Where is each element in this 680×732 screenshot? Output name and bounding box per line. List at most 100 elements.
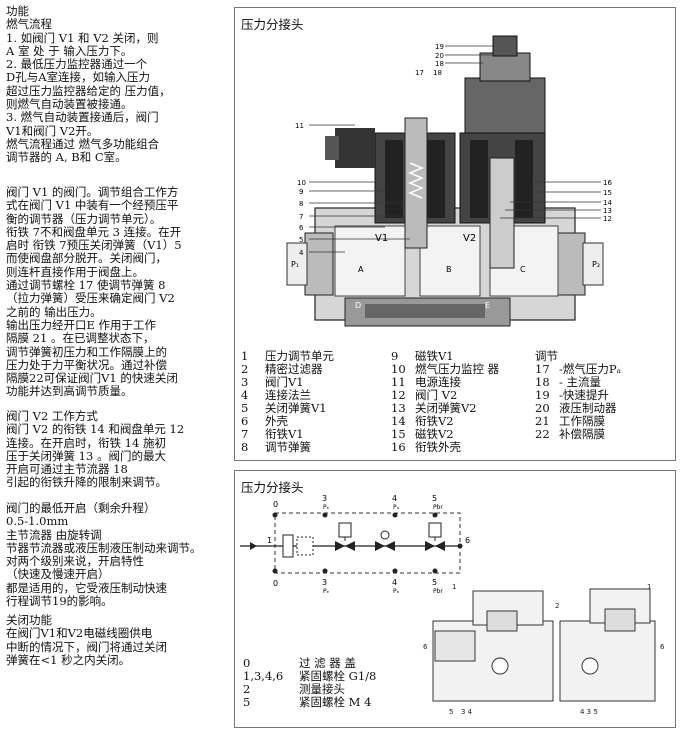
- device-label: 2: [555, 602, 559, 610]
- text-line: 衔铁 7不和阀盘单元 3 连接。在开: [6, 224, 182, 239]
- legend-number: 19: [535, 388, 550, 402]
- schematic-label: Pbr: [433, 588, 443, 595]
- legend-text: 关闭弹簧V1: [265, 401, 327, 415]
- text-line: 功能: [6, 4, 29, 18]
- text-line: 通过调节螺栓 17 使调节弹簧 8: [6, 278, 166, 293]
- device-label: 5: [449, 708, 453, 716]
- text-line: 1. 如阀门 V1 和 V2 关闭，则: [6, 30, 159, 45]
- schematic-label: 5: [432, 494, 437, 503]
- text-line: D孔与A室连接，如输入压力: [6, 70, 151, 85]
- diagram-label: 15: [603, 189, 612, 197]
- schematic-label: Pₑ: [323, 504, 330, 511]
- diagram-label: 11: [295, 122, 304, 130]
- legend-number: 4: [241, 388, 249, 402]
- schematic-label: 1: [267, 536, 272, 545]
- device-label: 1: [452, 583, 456, 591]
- text-line: 输出压力经开口E 作用于工作: [6, 317, 157, 332]
- diagram-label: 7: [299, 213, 303, 221]
- legend-text: 阀门 V2: [415, 388, 458, 402]
- text-line: 调节弹簧初压力和工作隔膜上的: [6, 344, 167, 359]
- diagram-label: 17: [415, 69, 424, 77]
- text-line: 燃气流程通过 燃气多功能组合: [6, 136, 160, 151]
- legend-number: 18: [535, 375, 550, 389]
- text-line: 而使阀盘部分脱开。关闭阀门，: [6, 251, 167, 266]
- legend-item: 5 关闭弹簧V1: [241, 402, 334, 415]
- legend-number: 15: [391, 427, 406, 441]
- diagram-label: V1: [375, 233, 388, 244]
- text-line: 引起的衔铁升降的限制来调节。: [6, 475, 167, 490]
- legend-text: 液压制动器: [559, 401, 617, 415]
- legend-number: 5: [243, 695, 251, 709]
- schematic-label: Pbr: [433, 504, 443, 511]
- device-label: 4 3 5: [580, 708, 598, 716]
- text-line: 节器节流器或液压制液压制动来调节。: [6, 540, 202, 555]
- legend-text: 衔铁V1: [265, 427, 304, 441]
- legend-number: 3: [241, 375, 249, 389]
- schematic-label: 0: [273, 579, 278, 588]
- schematic-label: 5: [432, 578, 437, 587]
- text-line: A 室 处 于 输入压力下。: [6, 43, 133, 58]
- legend-number: 7: [241, 427, 249, 441]
- diagram-label: D: [355, 301, 361, 310]
- text-line: 则燃气自动装置被接通。: [6, 97, 133, 112]
- text-line: 隔膜 21 。在已调整状态下，: [6, 331, 155, 346]
- text-line: 调节器的 A, B和 C室。: [6, 150, 127, 165]
- schematic-label: Pₑ: [323, 588, 330, 595]
- legend-text: 工作隔膜: [559, 414, 605, 428]
- legend-number: 20: [535, 401, 550, 415]
- text-line: 压于关闭弹簧 13 。阀门的最大: [6, 448, 166, 463]
- legend-number: 13: [391, 401, 406, 415]
- legend-item: 7 衔铁V1: [241, 428, 334, 441]
- legend-number: 11: [391, 375, 406, 389]
- legend-item: 13 关闭弹簧V2: [391, 402, 499, 415]
- legend-number: 12: [391, 388, 406, 402]
- text-line: 启时 衔铁 7预压关闭弹簧（V1）5: [6, 238, 182, 253]
- diagram-label: 16: [603, 179, 612, 187]
- legend-text: 紧固螺栓 M 4: [299, 695, 372, 709]
- diagram-label: 6: [299, 224, 304, 232]
- legend-text: 关闭弹簧V2: [415, 401, 477, 415]
- schematic-label: 3: [322, 578, 327, 587]
- text-line: 之前的 输出压力。: [6, 304, 102, 319]
- text-line: 行程调节19的影响。: [6, 594, 113, 609]
- legend-text: 阀门V1: [265, 375, 304, 389]
- text-line: 在阀门V1和V2电磁线圈供电: [6, 626, 153, 641]
- legend-text: 测量接头: [299, 682, 345, 696]
- diagram-label: P₂: [592, 260, 600, 269]
- pressure-tap-schematic: 0 3 Pₑ 4 Pₐ 5 Pbr 3 Pₑ 4 Pₐ 5 Pbr 1 6 0 …: [240, 494, 665, 716]
- legend-item: 12 阀门 V2: [391, 389, 499, 402]
- diagram-label: 8: [299, 200, 303, 208]
- legend-item: 5 紧固螺栓 M 4: [243, 696, 376, 709]
- text-block-closing: 关闭功能在阀门V1和V2电磁线圈供电中断的情况下，阀门将通过关闭弹簧在<1 秒之…: [6, 613, 167, 667]
- legend-number: 5: [241, 401, 249, 415]
- legend-number: 9: [391, 349, 399, 363]
- text-line: （快速及慢速开启）: [6, 567, 110, 582]
- device-label: 6: [660, 643, 665, 651]
- text-line: 隔膜22可保证阀门V1 的快速关闭: [6, 371, 178, 386]
- legend-number: 2: [243, 682, 251, 696]
- legend-text: 电源连接: [415, 375, 461, 389]
- legend-text: 燃气压力监控 器: [415, 362, 500, 376]
- diagram-label: 13: [603, 207, 612, 215]
- legend-number: 17: [535, 362, 550, 376]
- text-line: 2. 最低压力监控器通过一个: [6, 57, 148, 72]
- diagram-label: 20: [435, 52, 444, 60]
- legend-col-3-title: 调节: [535, 349, 558, 363]
- legend-text: 调节弹簧: [265, 440, 311, 454]
- text-line: V1和阀门 V2开。: [6, 123, 99, 138]
- bottom-panel: 压力分接头 0 3 Pₑ 4 Pₐ 5 Pbr 3 Pₑ 4: [234, 470, 676, 728]
- text-line: 功能并达到高调节质量。: [6, 384, 133, 399]
- schematic-label: 0: [273, 500, 278, 509]
